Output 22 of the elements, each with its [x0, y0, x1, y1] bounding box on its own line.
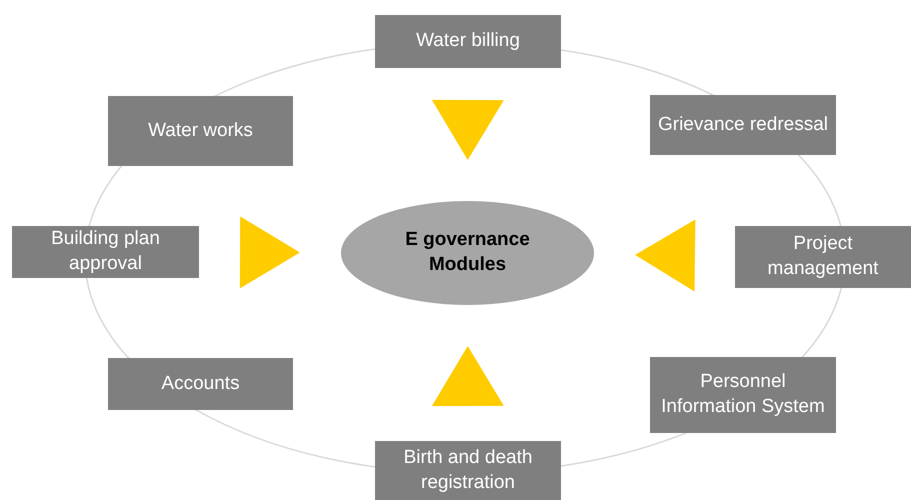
center-ellipse — [340, 200, 595, 306]
module-label: Personnel Information System — [660, 370, 826, 419]
module-label: Grievance redressal — [658, 112, 828, 137]
module-box — [108, 96, 293, 166]
arrow — [240, 216, 300, 288]
module-label: Accounts — [161, 372, 240, 396]
arrow — [634, 220, 696, 292]
module-label: Water works — [148, 118, 253, 143]
module-box — [375, 441, 561, 500]
module-label: Building plan approval — [50, 227, 161, 276]
module-label: Water billing — [416, 29, 520, 54]
module-box — [735, 226, 911, 288]
module-box — [12, 226, 199, 278]
arrow — [432, 346, 504, 406]
module-label: Birth and death registration — [402, 446, 534, 494]
arrow — [432, 100, 504, 160]
module-box — [650, 357, 836, 433]
module-label: E governance Modules — [404, 228, 531, 277]
module-label: Project management — [766, 232, 880, 281]
module-box — [375, 15, 561, 68]
module-box — [650, 95, 836, 155]
module-box — [108, 358, 293, 410]
